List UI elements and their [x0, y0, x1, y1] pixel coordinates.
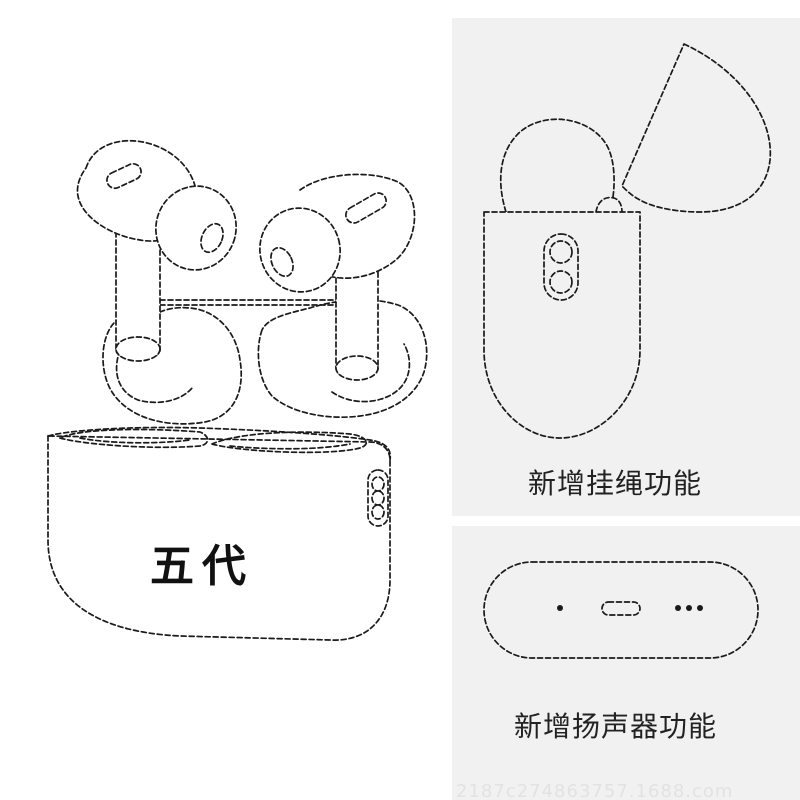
- right-earbud-stem-tip: [335, 355, 379, 381]
- left-ear-tip-mesh: [200, 222, 224, 254]
- case-side-button-2: [371, 490, 385, 506]
- lanyard-case-button-2: [549, 270, 573, 294]
- lanyard-case-hinge: [595, 196, 623, 213]
- lanyard-feature-caption: 新增挂绳功能: [528, 467, 703, 500]
- case-side-button-1: [371, 476, 385, 492]
- speaker-bottom-drawing: [483, 561, 759, 659]
- lanyard-case-earbud: [499, 118, 615, 213]
- charging-case-body: [47, 435, 391, 641]
- case-top-right-slot: [211, 431, 368, 454]
- stem-bridge: [159, 299, 346, 306]
- left-earbud-sensor: [106, 162, 142, 190]
- case-top-left-slot: [59, 428, 209, 449]
- lanyard-case-lid: [621, 43, 772, 213]
- lanyard-case-body: [483, 211, 641, 439]
- speaker-grille-dot-2: [686, 605, 692, 611]
- case-seat-right-inner: [331, 343, 411, 403]
- case-top-left-inner: [79, 437, 191, 444]
- case-side-button-3: [371, 504, 385, 520]
- case-top-right-inner: [229, 443, 351, 450]
- lanyard-case-button-strip: [543, 233, 579, 301]
- case-side-button-strip: [367, 469, 389, 527]
- watermark-text: 2187c274863757.1688.com: [456, 781, 734, 800]
- case-seat-left: [102, 306, 243, 425]
- right-earbud-sensor: [345, 192, 387, 224]
- charging-port-icon: [601, 601, 641, 616]
- left-earbud-stem-tip: [115, 336, 161, 362]
- lanyard-case-drawing: [483, 43, 772, 439]
- case-seat-left-inner: [115, 349, 193, 404]
- speaker-grille-dot-3: [697, 605, 703, 611]
- right-ear-tip-mesh: [270, 246, 294, 278]
- speaker-grille-dot-1: [675, 605, 681, 611]
- speaker-case-bottom-outline: [483, 561, 759, 659]
- earbuds-and-case-drawing: [47, 139, 428, 641]
- speaker-dot-single: [557, 605, 563, 611]
- lanyard-case-button-1: [549, 240, 573, 264]
- case-seat-right: [257, 299, 428, 419]
- generation-label: 五代: [150, 541, 254, 592]
- speaker-feature-caption: 新增扬声器功能: [514, 710, 718, 743]
- case-top-rim: [47, 426, 392, 461]
